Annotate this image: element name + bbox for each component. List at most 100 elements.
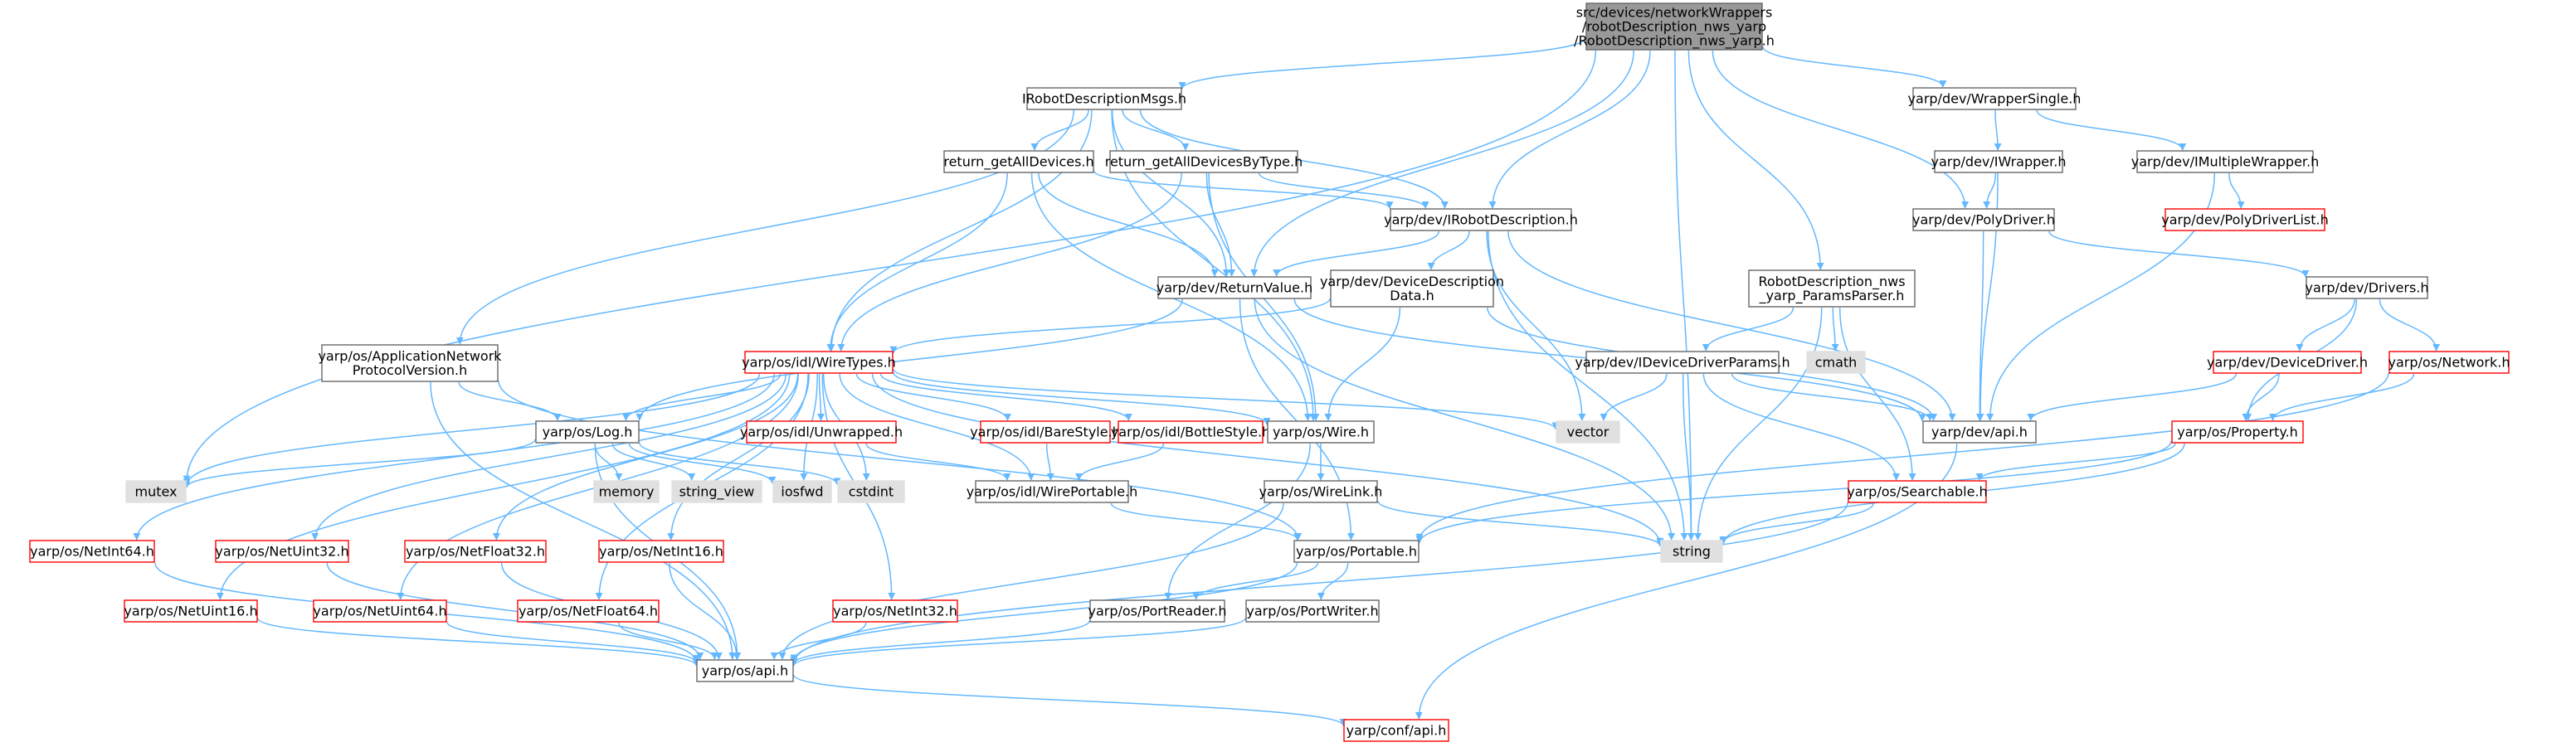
edge-drivers-to-devicedriver: [2296, 298, 2355, 352]
node-netfloat64[interactable]: yarp/os/NetFloat64.h: [517, 599, 660, 623]
node-conf_api[interactable]: yarp/conf/api.h: [1343, 719, 1449, 742]
node-string-box: [1660, 540, 1723, 563]
node-unwrapped-label-0: yarp/os/idl/Unwrapped.h: [740, 424, 903, 440]
node-wiretypes-box: [744, 351, 894, 374]
node-property[interactable]: yarp/os/Property.h: [2171, 420, 2304, 444]
node-conf_api-box: [1343, 719, 1449, 742]
node-polydriverlist-label-0: yarp/dev/PolyDriverList.h: [2161, 212, 2328, 228]
node-mutex: mutex: [125, 480, 187, 503]
edge-network-to-portable: [1415, 372, 2389, 541]
node-string-label-0: string: [1673, 544, 1711, 560]
node-ret_all-box: [943, 150, 1094, 173]
edge-property-to-searchable: [1975, 443, 2176, 481]
edge-root-to-string: [1674, 50, 1695, 541]
node-netuint32[interactable]: yarp/os/NetUint32.h: [215, 540, 349, 563]
node-iwrapper-label-0: yarp/dev/IWrapper.h: [1931, 154, 2067, 170]
node-appnet[interactable]: yarp/os/ApplicationNetworkProtocolVersio…: [318, 344, 502, 382]
node-wiretypes[interactable]: yarp/os/idl/WireTypes.h: [742, 351, 896, 374]
node-paramsparser[interactable]: RobotDescription_nws_yarp_ParamsParser.h: [1748, 269, 1916, 308]
node-ret_bytype[interactable]: return_getAllDevicesByType.h: [1105, 150, 1303, 173]
node-paramsparser-box: [1748, 269, 1916, 308]
node-dev_devdesc-box: [1330, 269, 1494, 308]
edge-ret_bytype-to-dev_irobot: [1259, 172, 1429, 209]
node-property-box: [2171, 420, 2304, 444]
node-polydriverlist[interactable]: yarp/dev/PolyDriverList.h: [2161, 208, 2329, 231]
node-devicedriver[interactable]: yarp/dev/DeviceDriver.h: [2207, 351, 2368, 374]
node-portwriter[interactable]: yarp/os/PortWriter.h: [1245, 599, 1380, 623]
node-wire[interactable]: yarp/os/Wire.h: [1267, 420, 1375, 444]
edge-wire-to-portreader: [1164, 443, 1311, 600]
node-drivers[interactable]: yarp/dev/Drivers.h: [2305, 276, 2429, 299]
node-wireportable[interactable]: yarp/os/idl/WirePortable.h: [967, 480, 1138, 503]
edge-netuint16-to-os_api: [257, 618, 700, 667]
node-bottlestyle[interactable]: yarp/os/idl/BottleStyle.h: [1111, 420, 1270, 444]
node-netuint64[interactable]: yarp/os/NetUint64.h: [313, 599, 447, 623]
node-wirelink[interactable]: yarp/os/WireLink.h: [1259, 480, 1383, 503]
node-searchable[interactable]: yarp/os/Searchable.h: [1847, 480, 1988, 503]
node-netfloat32[interactable]: yarp/os/NetFloat32.h: [404, 540, 547, 563]
node-log[interactable]: yarp/os/Log.h: [535, 420, 640, 444]
node-string_view-box: [671, 480, 762, 503]
node-wrappersingle[interactable]: yarp/dev/WrapperSingle.h: [1908, 87, 2082, 110]
edge-os_api-to-conf_api: [793, 674, 1347, 726]
edge-wiretypes-to-wireportable: [839, 373, 1035, 481]
node-portreader[interactable]: yarp/os/PortReader.h: [1088, 599, 1227, 623]
node-imultiwrapper[interactable]: yarp/dev/IMultipleWrapper.h: [2131, 150, 2320, 173]
node-iwrapper[interactable]: yarp/dev/IWrapper.h: [1931, 150, 2067, 173]
node-irobotmsgs[interactable]: IRobotDescriptionMsgs.h: [1022, 87, 1186, 110]
node-netint64[interactable]: yarp/os/NetInt64.h: [29, 540, 155, 563]
edge-wiretypes-to-wire: [893, 372, 1271, 425]
node-polydriver[interactable]: yarp/dev/PolyDriver.h: [1912, 208, 2055, 231]
node-idevdrvparams[interactable]: yarp/dev/IDeviceDriverParams.h: [1575, 351, 1790, 374]
node-mutex-box: [125, 480, 187, 503]
node-dev_retval-box: [1157, 276, 1312, 299]
node-ret_all[interactable]: return_getAllDevices.h: [943, 150, 1094, 173]
node-dev_api[interactable]: yarp/dev/api.h: [1922, 420, 2037, 444]
edge-dev_retval-to-log: [635, 298, 1183, 421]
node-netint32[interactable]: yarp/os/NetInt32.h: [832, 599, 958, 623]
edge-dev_retval-to-portable: [1239, 298, 1355, 541]
edge-unwrapped-to-wireportable: [865, 443, 1011, 481]
dependency-edges: [133, 37, 2441, 726]
edge-wireportable-to-portable: [1110, 502, 1302, 541]
node-portreader-box: [1089, 599, 1225, 623]
node-netint16[interactable]: yarp/os/NetInt16.h: [598, 540, 724, 563]
edge-devicedriver-to-property: [2242, 373, 2280, 421]
edge-wiretypes-to-mutex: [183, 373, 761, 487]
edge-wiretypes-to-vector: [893, 368, 1560, 430]
edge-ret_all-to-dev_irobot: [1093, 170, 1394, 210]
edge-idevdrvparams-to-vector: [1600, 373, 1668, 421]
edge-appnet-to-portable: [498, 381, 1303, 541]
node-cstdint: cstdint: [837, 480, 905, 503]
node-netfloat32-label-0: yarp/os/NetFloat32.h: [406, 544, 545, 560]
node-ret_bytype-label-0: return_getAllDevicesByType.h: [1105, 154, 1303, 171]
node-os_api[interactable]: yarp/os/api.h: [696, 659, 794, 682]
node-netfloat32-box: [404, 540, 547, 563]
node-root-label-2: /RobotDescription_nws_yarp.h: [1574, 33, 1775, 50]
node-unwrapped-box: [746, 420, 897, 444]
node-portwriter-label-0: yarp/os/PortWriter.h: [1246, 604, 1378, 619]
node-dev_irobot[interactable]: yarp/dev/IRobotDescription.h: [1384, 208, 1578, 231]
node-dev_retval[interactable]: yarp/dev/ReturnValue.h: [1157, 276, 1313, 299]
node-netuint16[interactable]: yarp/os/NetUint16.h: [124, 599, 258, 623]
edge-portable-to-os_api: [790, 562, 1298, 662]
edge-irobotmsgs-to-dev_retval: [1111, 109, 1230, 277]
edge-log-to-iosfwd: [628, 443, 777, 484]
edge-searchable-to-string: [1719, 502, 1874, 544]
edge-iwrapper-to-polydriver: [1983, 172, 1997, 209]
node-portable[interactable]: yarp/os/Portable.h: [1293, 540, 1419, 563]
node-polydriver-label-0: yarp/dev/PolyDriver.h: [1912, 212, 2055, 228]
edge-dev_devdesc-to-wiretypes: [889, 298, 1331, 354]
node-mutex-label-0: mutex: [134, 484, 177, 500]
node-dev_irobot-box: [1390, 208, 1572, 231]
node-netfloat64-label-0: yarp/os/NetFloat64.h: [519, 604, 658, 619]
node-barestyle[interactable]: yarp/os/idl/BareStyle.h: [970, 420, 1121, 444]
edge-devicedriver-to-dev_api: [2027, 373, 2237, 421]
node-network[interactable]: yarp/os/Network.h: [2389, 351, 2510, 374]
edge-wiretypes-to-bottlestyle: [879, 373, 1132, 421]
node-paramsparser-label-1: _yarp_ParamsParser.h: [1759, 288, 1905, 304]
node-root[interactable]: src/devices/networkWrappers/robotDescrip…: [1574, 2, 1775, 51]
edge-appnet-to-os_api: [430, 381, 737, 660]
node-unwrapped[interactable]: yarp/os/idl/Unwrapped.h: [740, 420, 903, 444]
